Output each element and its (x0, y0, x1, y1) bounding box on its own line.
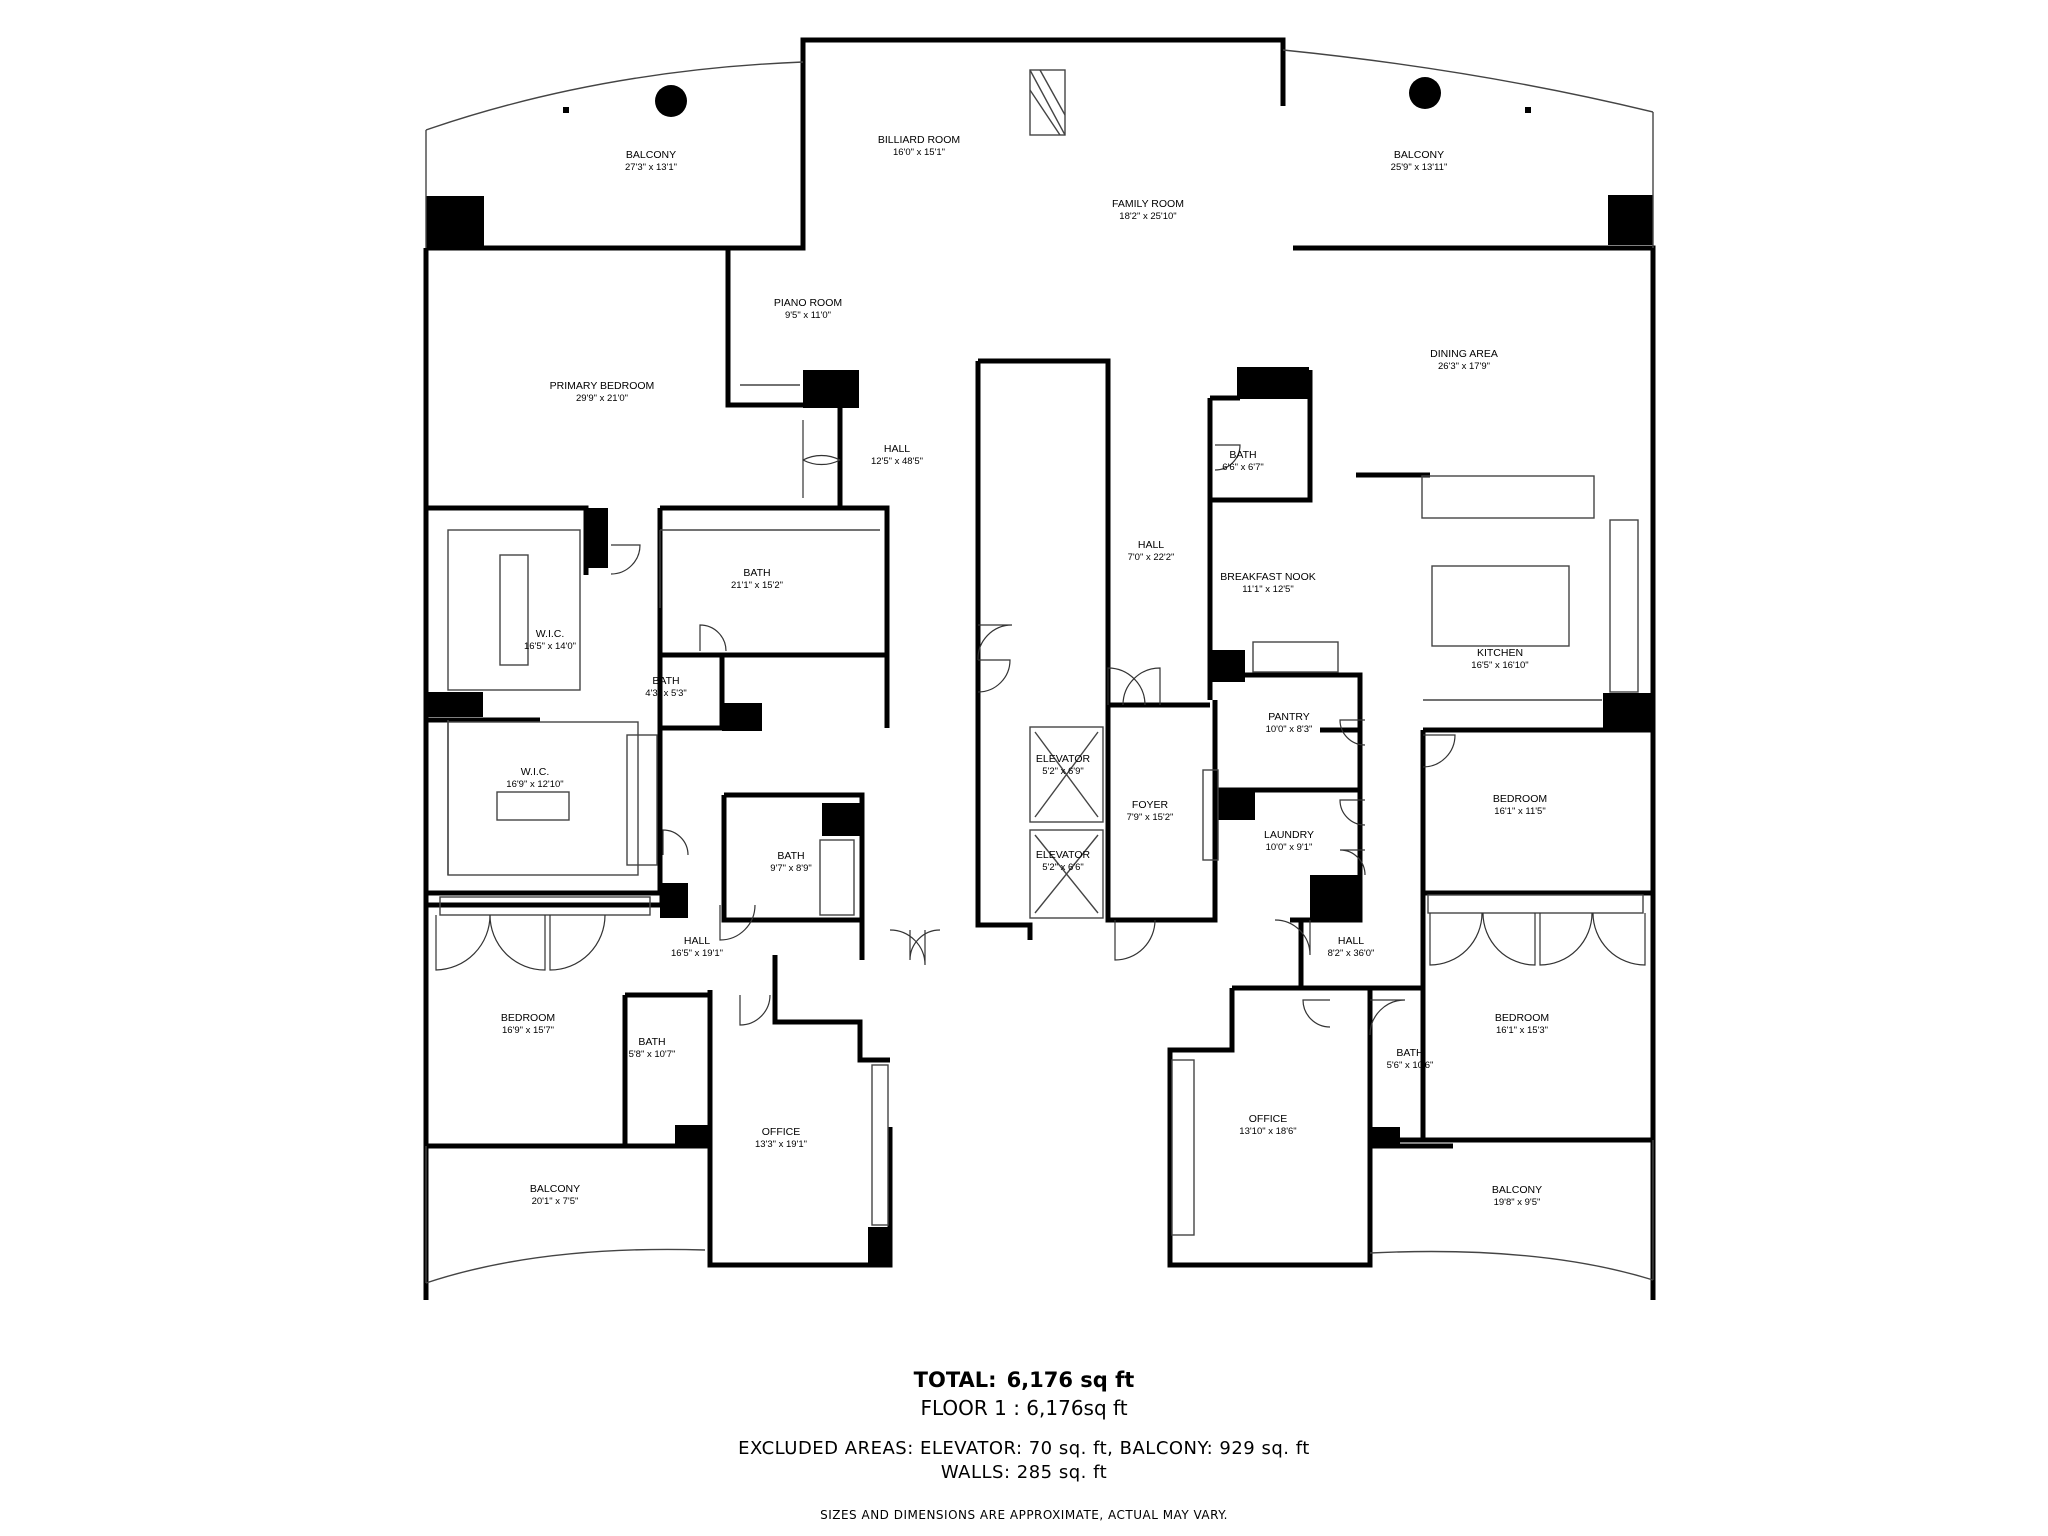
room-dimensions: 5'8" x 10'7" (629, 1049, 676, 1060)
room-name: OFFICE (762, 1126, 801, 1138)
walls-area: WALLS: 285 sq. ft (940, 1462, 1108, 1483)
door-swings (435, 420, 1646, 1036)
room-dimensions: 12'5" x 48'5" (871, 456, 923, 467)
room-dimensions: 16'1" x 11'5" (1494, 806, 1545, 817)
wall-columns (426, 195, 1653, 1265)
room-name: LAUNDRY (1264, 829, 1314, 841)
room-name: FAMILY ROOM (1112, 198, 1184, 210)
room-name: BATH (638, 1036, 665, 1048)
room-dimensions: 16'5" x 16'10" (1471, 660, 1528, 671)
room-dimensions: 16'9" x 12'10" (506, 779, 563, 790)
room-name: W.I.C. (536, 628, 565, 640)
room-dimensions: 5'2" x 6'6" (1042, 862, 1084, 873)
room-dimensions: 21'1" x 15'2" (731, 580, 783, 591)
room-dimensions: 27'3" x 13'1" (625, 162, 677, 173)
room-dimensions: 13'3" x 19'1" (755, 1139, 807, 1150)
room-name: HALL (684, 935, 710, 947)
room-name: HALL (1138, 539, 1164, 551)
room-name: BATH (1229, 449, 1256, 461)
room-dimensions: 25'9" x 13'11" (1391, 162, 1448, 173)
room-name: BALCONY (1394, 149, 1444, 161)
room-dimensions: 16'0" x 15'1" (893, 147, 945, 158)
room-dimensions: 7'0" x 22'2" (1128, 552, 1175, 563)
room-dimensions: 6'6" x 6'7" (1222, 462, 1264, 473)
room-dimensions: 5'6" x 10'6" (1387, 1060, 1434, 1071)
room-dimensions: 9'5" x 11'0" (785, 310, 831, 321)
floor-area: FLOOR 1 : 6,176sq ft (920, 1396, 1128, 1420)
room-dimensions: 7'9" x 15'2" (1127, 812, 1174, 823)
room-name: OFFICE (1249, 1113, 1288, 1125)
total-label: TOTAL: (913, 1368, 997, 1392)
room-name: BEDROOM (1495, 1012, 1549, 1024)
total-value: 6,176 sq ft (1006, 1368, 1135, 1392)
total-area: TOTAL: 6,176 sq ft (0, 1368, 2048, 1392)
room-name: ELEVATOR (1036, 753, 1091, 765)
room-dimensions: 10'0" x 9'1" (1266, 842, 1313, 853)
room-dimensions: 10'0" x 8'3" (1266, 724, 1313, 735)
room-dimensions: 19'8" x 9'5" (1494, 1197, 1541, 1208)
room-name: PANTRY (1268, 711, 1310, 723)
room-dimensions: 26'3" x 17'9" (1438, 361, 1490, 372)
room-name: BATH (743, 567, 770, 579)
room-name: PIANO ROOM (774, 297, 842, 309)
room-dimensions: 18'2" x 25'10" (1119, 211, 1176, 222)
room-name: BEDROOM (1493, 793, 1547, 805)
room-dimensions: 4'3" x 5'3" (645, 688, 687, 699)
room-name: KITCHEN (1477, 647, 1523, 659)
room-dimensions: 8'2" x 36'0" (1328, 948, 1375, 959)
disclaimer: SIZES AND DIMENSIONS ARE APPROXIMATE, AC… (820, 1508, 1228, 1522)
room-name: HALL (884, 443, 910, 455)
room-dimensions: 16'5" x 19'1" (671, 948, 723, 959)
room-name: BATH (652, 675, 679, 687)
room-name: BALCONY (626, 149, 676, 161)
room-name: ELEVATOR (1036, 849, 1091, 861)
room-dimensions: 9'7" x 8'9" (770, 863, 812, 874)
room-name: BATH (777, 850, 804, 862)
room-dimensions: 16'5" x 14'0" (524, 641, 576, 652)
room-name: HALL (1338, 935, 1364, 947)
room-name: BATH (1396, 1047, 1423, 1059)
room-name: BEDROOM (501, 1012, 555, 1024)
room-name: PRIMARY BEDROOM (550, 380, 655, 392)
room-dimensions: 16'1" x 15'3" (1496, 1025, 1548, 1036)
balcony-posts (563, 77, 1531, 117)
room-dimensions: 13'10" x 18'6" (1239, 1126, 1296, 1137)
room-dimensions: 20'1" x 7'5" (532, 1196, 579, 1207)
room-name: DINING AREA (1430, 348, 1498, 360)
excluded-areas: EXCLUDED AREAS: ELEVATOR: 70 sq. ft, BAL… (738, 1438, 1310, 1459)
interior-lines (425, 49, 1654, 1284)
room-dimensions: 11'1" x 12'5" (1242, 584, 1293, 595)
room-name: BALCONY (1492, 1184, 1542, 1196)
exterior-walls (423, 37, 1656, 1300)
room-dimensions: 5'2" x 6'9" (1042, 766, 1084, 777)
room-name: W.I.C. (521, 766, 550, 778)
room-name: BREAKFAST NOOK (1220, 571, 1316, 583)
room-name: BALCONY (530, 1183, 580, 1195)
room-name: FOYER (1132, 799, 1169, 811)
room-dimensions: 29'9" x 21'0" (576, 393, 628, 404)
room-name: BILLIARD ROOM (878, 134, 960, 146)
room-dimensions: 16'9" x 15'7" (502, 1025, 554, 1036)
